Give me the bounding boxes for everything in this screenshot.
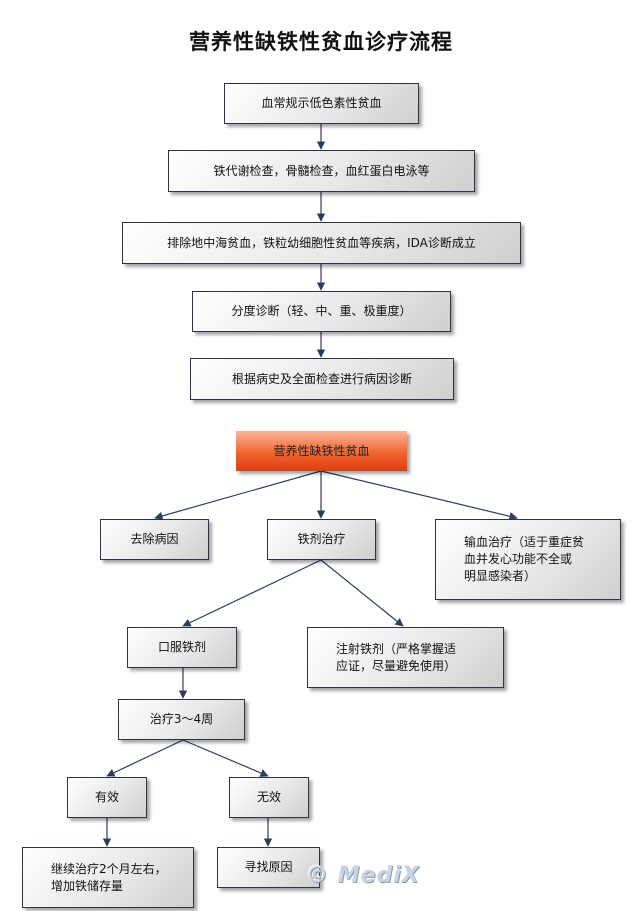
node-exclude-diagnosis: 排除地中海贫血，铁粒幼细胞性贫血等疾病，IDA诊断成立 bbox=[122, 222, 521, 264]
arrow-iron-to-oral bbox=[182, 559, 322, 627]
node-label: 铁代谢检查，骨髓检查，血红蛋白电泳等 bbox=[213, 163, 430, 178]
arrow-course-to-ineffective bbox=[182, 739, 269, 777]
arrow-condition-to-transfusion bbox=[320, 470, 518, 521]
node-etiology-diagnosis: 根据病史及全面检查进行病因诊断 bbox=[190, 358, 454, 400]
node-label: 继续治疗2个月左右， 增加铁储存量 bbox=[51, 861, 167, 893]
node-remove-cause: 去除病因 bbox=[100, 519, 209, 560]
node-oral-iron: 口服铁剂 bbox=[127, 627, 237, 668]
node-transfusion: 输血治疗（适于重症贫 血并发心功能不全或 明显感染者） bbox=[435, 519, 621, 600]
node-nutritional-ida: 营养性缺铁性贫血 bbox=[236, 431, 407, 471]
node-label: 注射铁剂（严格掌握适 应证，尽量避免使用） bbox=[336, 641, 457, 673]
node-label: 去除病因 bbox=[130, 532, 179, 546]
node-label: 口服铁剂 bbox=[157, 640, 206, 654]
node-cbc-hypochromic-anemia: 血常规示低色素性贫血 bbox=[224, 83, 419, 124]
node-label: 治疗3～4周 bbox=[149, 712, 214, 726]
node-effective: 有效 bbox=[67, 777, 147, 818]
arrow-course-to-effective bbox=[106, 739, 184, 777]
node-label: 分度诊断（轻、中、重、极重度） bbox=[231, 304, 412, 318]
page-title: 营养性缺铁性贫血诊疗流程 bbox=[189, 30, 453, 54]
node-label: 排除地中海贫血，铁粒幼细胞性贫血等疾病，IDA诊断成立 bbox=[167, 235, 476, 250]
node-continue-treatment: 继续治疗2个月左右， 增加铁储存量 bbox=[22, 847, 194, 908]
node-severity-grading: 分度诊断（轻、中、重、极重度） bbox=[192, 291, 451, 332]
node-label: 寻找原因 bbox=[244, 860, 293, 874]
node-ineffective: 无效 bbox=[229, 777, 309, 818]
node-label: 根据病史及全面检查进行病因诊断 bbox=[231, 371, 412, 386]
node-label: 铁剂治疗 bbox=[297, 532, 346, 546]
node-label: 营养性缺铁性贫血 bbox=[273, 443, 370, 458]
arrow-iron-to-injection bbox=[320, 559, 404, 627]
node-iron-therapy: 铁剂治疗 bbox=[267, 519, 376, 560]
node-label: 有效 bbox=[94, 790, 119, 804]
node-find-cause: 寻找原因 bbox=[217, 847, 320, 888]
node-label: 输血治疗（适于重症贫 血并发心功能不全或 明显感染者） bbox=[464, 535, 585, 583]
watermark: © MediX bbox=[306, 863, 420, 888]
node-label: 无效 bbox=[256, 790, 281, 804]
node-iron-metabolism-tests: 铁代谢检查，骨髓检查，血红蛋白电泳等 bbox=[168, 150, 475, 192]
node-treatment-course: 治疗3～4周 bbox=[118, 699, 245, 740]
arrow-condition-to-remove bbox=[154, 470, 322, 520]
node-label: 血常规示低色素性贫血 bbox=[261, 96, 382, 110]
node-injection-iron: 注射铁剂（严格掌握适 应证，尽量避免使用） bbox=[307, 627, 504, 688]
